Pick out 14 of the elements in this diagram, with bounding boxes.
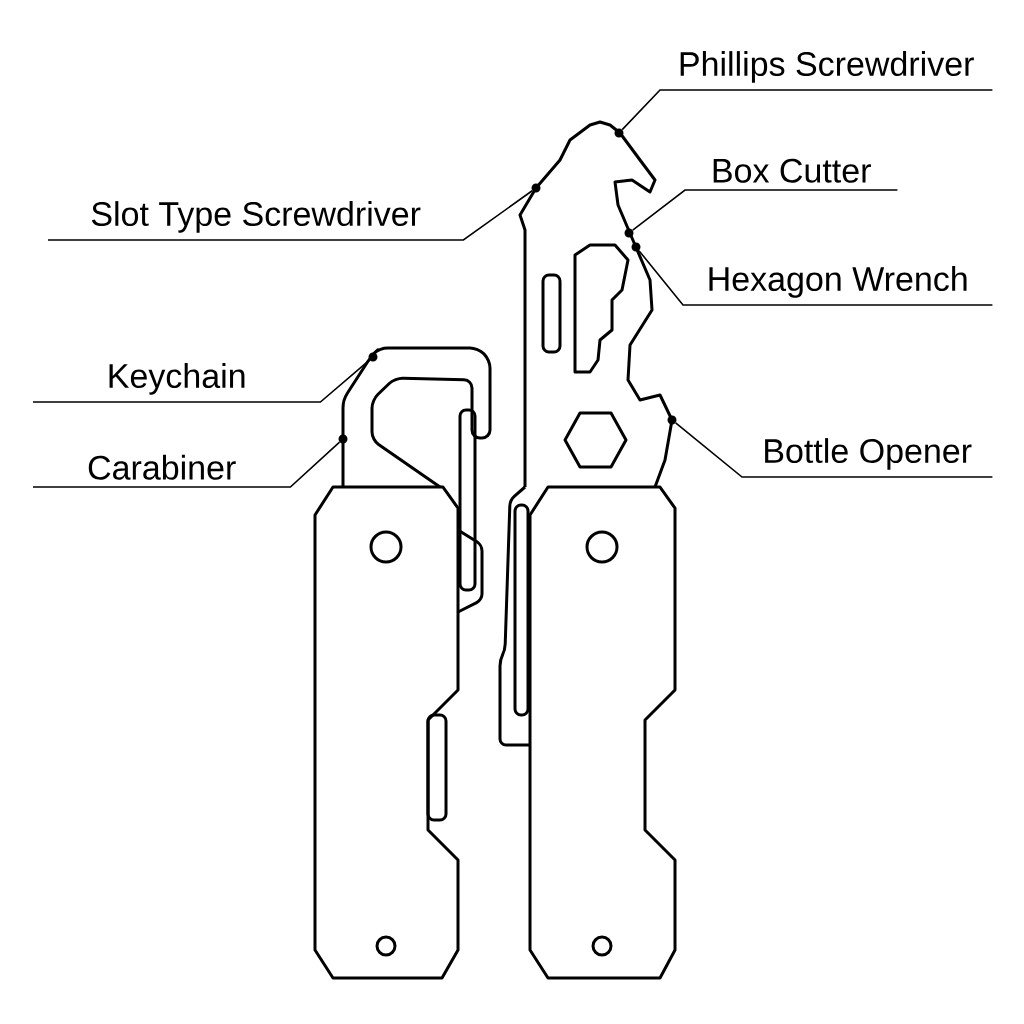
leader-line	[674, 422, 994, 478]
part-label: Carabiner	[88, 454, 236, 480]
leader-line	[32, 359, 371, 403]
part-label: Box Cutter	[713, 158, 871, 183]
part-label: Keychain	[109, 363, 245, 395]
part-label: Slot Type Screwdriver	[91, 201, 421, 233]
part-label: Bottle Opener	[765, 438, 972, 470]
leader-line	[638, 249, 994, 306]
leader-line	[631, 189, 899, 231]
leader-line	[621, 89, 994, 131]
leader-line	[32, 441, 341, 488]
part-label: Hexagon Wrench	[709, 266, 967, 298]
leader-line	[47, 189, 533, 241]
part-label: Phillips Screwdriver	[680, 51, 974, 83]
